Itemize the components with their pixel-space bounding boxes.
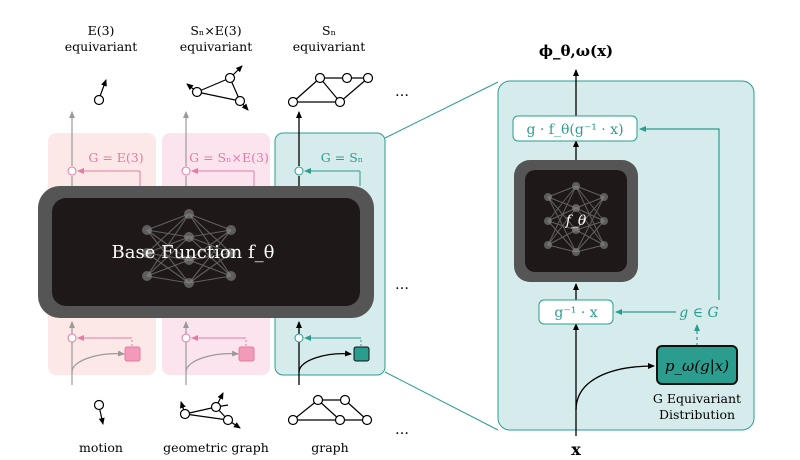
- top-label-sn-e3-line1: Sₙ×E(3): [190, 23, 241, 38]
- ellipsis-bottom: …: [395, 422, 409, 438]
- group-label-e3: G = E(3): [88, 150, 143, 165]
- motion-output-icon: [93, 79, 107, 106]
- g-f-box: [512, 115, 638, 142]
- base-function-box: Base Function f_θ: [38, 186, 374, 318]
- top-label-e3-line2: equivariant: [65, 39, 137, 54]
- top-label-sn-line1: Sₙ: [322, 23, 336, 38]
- base-function-label: Base Function f_θ: [112, 242, 275, 263]
- flow-input-to-p: [575, 363, 655, 411]
- top-label-e3-line1: E(3): [88, 23, 115, 38]
- g-f-box-label: g · f_θ(g⁻¹ · x): [526, 122, 623, 138]
- graph-input-icon: [287, 394, 373, 426]
- bottom-label-graph: graph: [311, 440, 348, 455]
- motion-input-icon: [93, 399, 105, 425]
- column-sn-e3: [181, 111, 255, 385]
- zoom-line-bottom: [384, 371, 499, 431]
- g-in-g-label: g ∈ G: [679, 305, 718, 321]
- top-label-sn-e3-line2: equivariant: [180, 39, 252, 54]
- geometric-graph-input-icon: [179, 392, 241, 429]
- flow-g-to-gf: [639, 126, 720, 300]
- bottom-label-motion: motion: [79, 440, 123, 455]
- output-label: ϕ_θ,ω(x): [539, 42, 613, 60]
- group-label-sn-e3: G = Sₙ×E(3): [189, 150, 269, 165]
- top-label-sn-line2: equivariant: [293, 39, 365, 54]
- column-sn: [294, 111, 370, 385]
- bottom-label-geometric-graph: geometric graph: [163, 440, 269, 455]
- detail-network-label: f_θ: [565, 213, 587, 229]
- geometric-graph-output-icon: [186, 65, 249, 111]
- ellipsis-middle: …: [395, 277, 409, 293]
- group-label-sn: G = Sₙ: [321, 150, 363, 165]
- p-omega-box: [656, 345, 738, 385]
- detail-network-box: f_θ: [514, 160, 638, 282]
- input-label: x: [571, 440, 581, 459]
- distribution-label-line2: Distribution: [659, 407, 735, 422]
- distribution-label-line1: G Equivariant: [653, 391, 741, 406]
- ellipsis-top: …: [395, 84, 409, 100]
- p-omega-label: p_ω(g|x): [665, 357, 729, 375]
- g-inv-box: [538, 299, 614, 325]
- g-inv-box-label: g⁻¹ · x: [554, 305, 597, 321]
- graph-output-icon: [287, 72, 374, 108]
- column-e3: [67, 111, 141, 385]
- neural-network-icon: [146, 213, 232, 284]
- zoom-line-top: [384, 81, 499, 139]
